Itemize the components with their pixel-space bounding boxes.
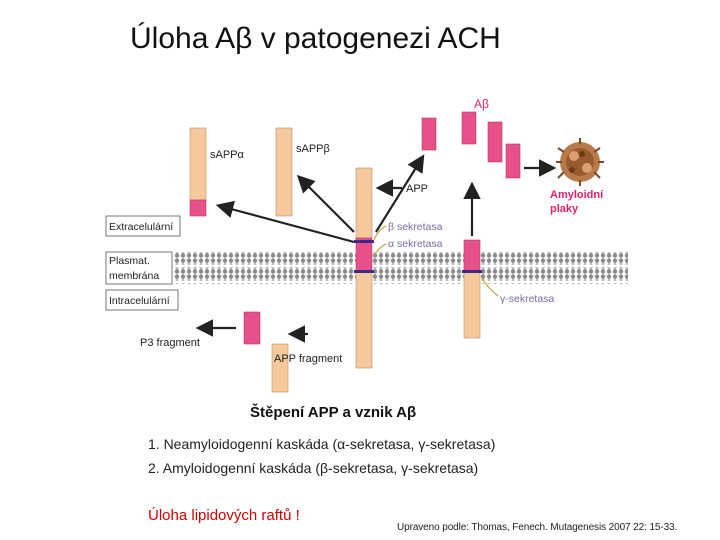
abeta-peptide-3 bbox=[487, 121, 503, 163]
app-cytoplasmic-tail bbox=[355, 271, 373, 369]
sappa-label: sAPPα bbox=[210, 149, 245, 161]
lipid-raft-note: Úloha lipidových raftů ! bbox=[148, 507, 300, 524]
app-label: APP bbox=[406, 183, 428, 195]
app-intracellular-fragment bbox=[271, 343, 289, 393]
p3-label: P3 fragment bbox=[140, 337, 200, 349]
abeta-peptide-2 bbox=[461, 111, 477, 145]
list-item: 1. Neamyloidogenní kaskáda (α-sekretasa,… bbox=[148, 436, 496, 452]
membrane-box bbox=[105, 251, 173, 285]
app-band-bottom bbox=[354, 270, 374, 273]
gamma-secretase-label: γ-sekretasa bbox=[500, 293, 554, 305]
alpha-secretase-pointer bbox=[373, 243, 387, 257]
arrow-app-to-abeta bbox=[375, 154, 425, 233]
membrane-label-line1: Plasmat. bbox=[109, 255, 150, 267]
slide-title: Úloha Aβ v patogenezi ACH bbox=[130, 22, 501, 55]
gamma-secretase-pointer bbox=[481, 277, 499, 297]
membrane-stub-abeta bbox=[463, 239, 481, 273]
extracellular-label: Extracelulární bbox=[109, 221, 173, 233]
intracellular-label: Intracelulární bbox=[109, 295, 170, 307]
app-protein bbox=[355, 167, 373, 239]
source-citation: Upraveno podle: Thomas, Fenech. Mutagene… bbox=[397, 522, 678, 533]
figure-caption: Štěpení APP a vznik Aβ bbox=[250, 404, 417, 421]
sappa-fragment bbox=[189, 127, 207, 201]
beta-secretase-pointer bbox=[373, 225, 387, 241]
abeta-peptide-1 bbox=[421, 117, 437, 151]
alpha-secretase-label: α sekretasa bbox=[388, 238, 443, 250]
sappb-fragment bbox=[275, 127, 293, 217]
app-abeta-region bbox=[355, 237, 373, 273]
beta-secretase-label: β sekretasa bbox=[388, 221, 443, 233]
app-band-top bbox=[354, 240, 374, 243]
intracellular-box bbox=[105, 289, 179, 311]
sappb-label: sAPPβ bbox=[296, 143, 330, 155]
amyloid-label-line1: Amyloidní bbox=[550, 189, 604, 201]
amyloid-label-line2: plaky bbox=[550, 203, 579, 215]
diagram-svg: Extracelulární Plasmat. membrána Intrace… bbox=[105, 97, 628, 393]
extracellular-box bbox=[105, 215, 181, 237]
amyloid-plaque-icon bbox=[556, 138, 604, 186]
plasma-membrane bbox=[174, 252, 628, 284]
p3-fragment bbox=[243, 311, 261, 345]
arrow-app-to-sappb bbox=[296, 174, 355, 233]
abeta-peptide-4 bbox=[505, 143, 521, 179]
app-fragment-label: APP fragment bbox=[274, 353, 342, 365]
membrane-stub-tail bbox=[463, 271, 481, 339]
abeta-label: Aβ bbox=[474, 97, 489, 111]
membrane-label-line2: membrána bbox=[109, 270, 159, 282]
arrow-app-to-sappa bbox=[215, 200, 355, 244]
list-item: 2. Amyloidogenní kaskáda (β-sekretasa, γ… bbox=[148, 460, 479, 476]
app-cleavage-diagram: Extracelulární Plasmat. membrána Intrace… bbox=[96, 82, 628, 398]
sappa-abeta-tip bbox=[189, 199, 207, 217]
stub-band bbox=[462, 270, 482, 273]
